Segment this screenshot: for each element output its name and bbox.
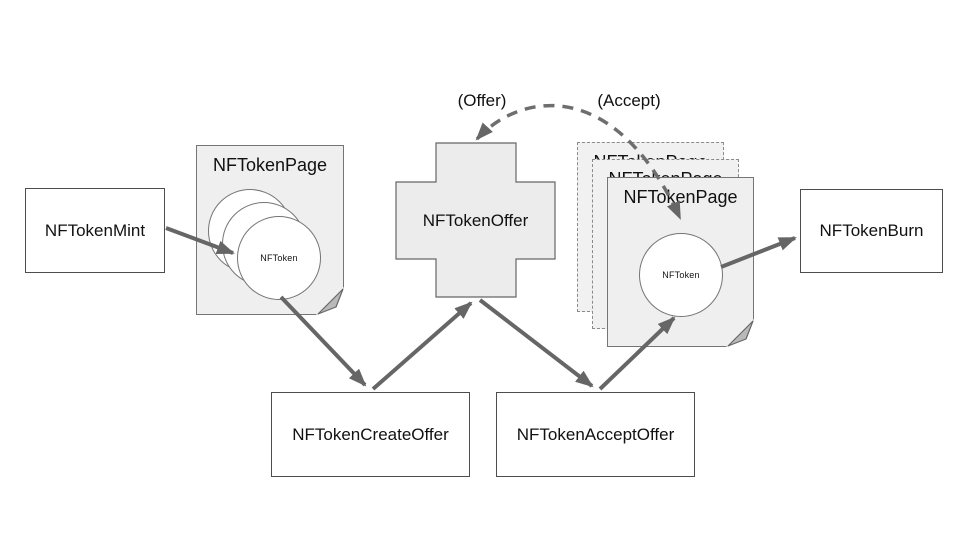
node-nftokenacceptoffer: NFTokenAcceptOffer (496, 392, 695, 477)
node-nftokenburn: NFTokenBurn (800, 189, 943, 273)
token-circle-front: NFToken (237, 216, 321, 300)
token-label-left: NFToken (260, 253, 298, 263)
arrow-createoffer-to-offer (371, 301, 473, 391)
page-nftokenpage-left: NFTokenPage NFToken (196, 145, 344, 315)
node-nftokenoffer-label: NFTokenOffer (422, 211, 529, 230)
token-circle-right: NFToken (639, 233, 723, 317)
node-nftokencreateoffer-label: NFTokenCreateOffer (292, 424, 449, 444)
node-nftokencreateoffer: NFTokenCreateOffer (271, 392, 470, 477)
token-label-right: NFToken (662, 270, 700, 280)
node-nftokenmint-label: NFTokenMint (44, 220, 146, 240)
arrow-offer-to-acceptoffer (478, 298, 594, 388)
node-nftokenburn-label: NFTokenBurn (819, 221, 924, 240)
node-nftokenacceptoffer-label: NFTokenAcceptOffer (516, 424, 675, 444)
page-nftokenpage-right: NFTokenPage NFToken (607, 177, 754, 347)
node-nftokenmint: NFTokenMint (25, 188, 165, 273)
page-right-title: NFTokenPage (623, 187, 738, 207)
page-fold-corner (316, 287, 344, 315)
offer-annotation: (Offer) (457, 91, 507, 110)
page-left-title: NFTokenPage (212, 155, 328, 175)
accept-annotation: (Accept) (597, 91, 661, 110)
page-fold-corner (726, 319, 754, 347)
